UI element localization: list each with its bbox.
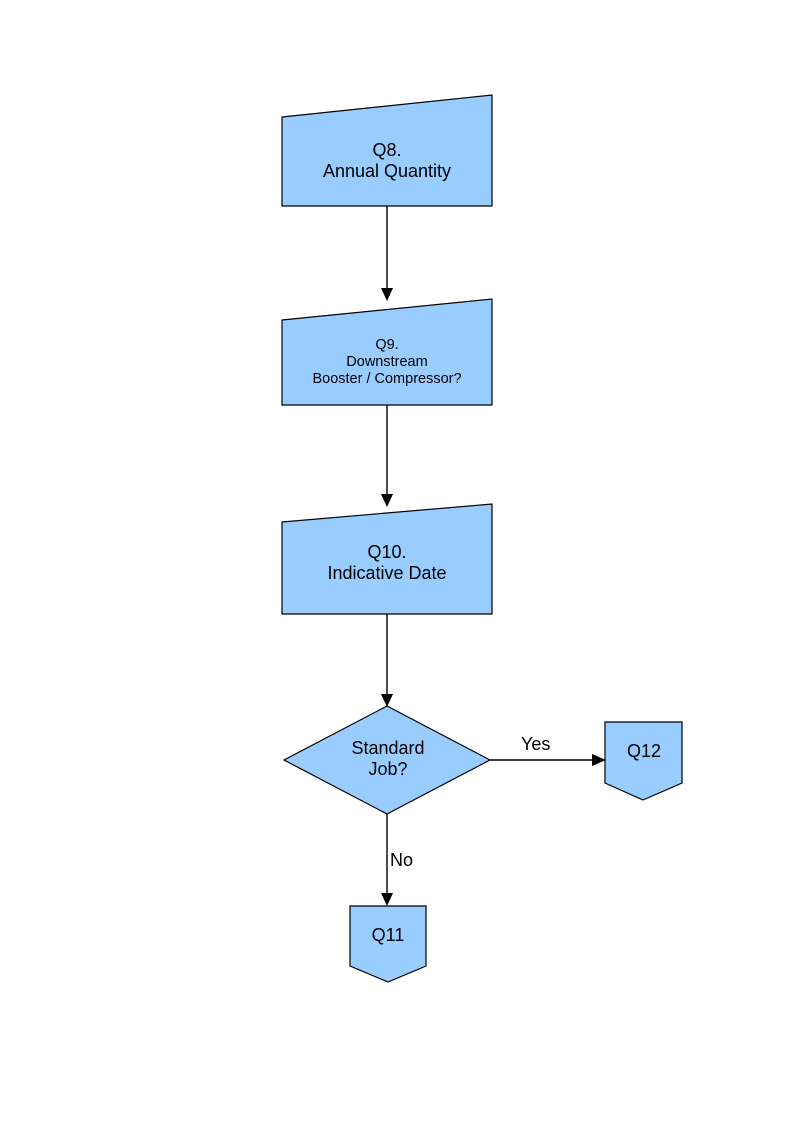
edge-q9-to-q10-arrowhead (381, 494, 393, 507)
edge-decision-to-q12-arrowhead (592, 754, 606, 766)
edge-decision-to-q11-arrowhead (381, 893, 393, 906)
node-decision-shape[interactable] (282, 705, 492, 815)
node-q9-shape[interactable] (281, 298, 493, 406)
node-q10-shape[interactable] (281, 503, 493, 615)
edge-decision-to-q12 (490, 754, 606, 766)
edge-label-yes: Yes (521, 734, 551, 754)
edge-label-no: No (390, 850, 414, 870)
edge-q8-to-q9-arrowhead (381, 288, 393, 301)
node-q11-shape[interactable] (349, 905, 427, 983)
node-q12-shape[interactable] (604, 721, 683, 801)
edge-q9-to-q10 (381, 405, 393, 507)
edge-q8-to-q9 (381, 206, 393, 301)
edge-q10-to-decision (381, 614, 393, 707)
edge-q10-to-decision-arrowhead (381, 694, 393, 707)
node-q8-shape[interactable] (281, 94, 493, 207)
edge-decision-to-q11 (381, 814, 393, 906)
